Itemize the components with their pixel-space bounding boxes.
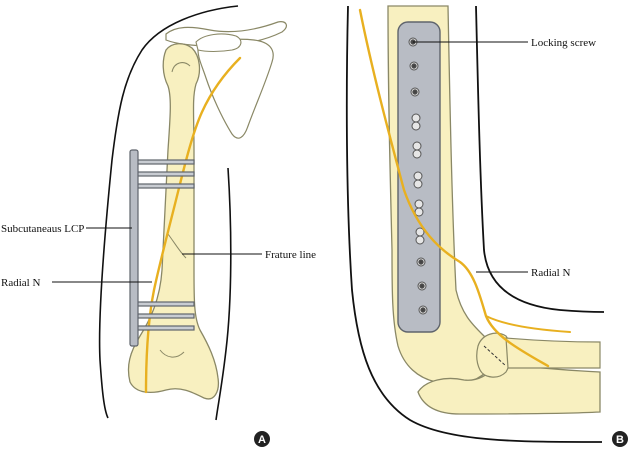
locking-screw-hole	[418, 305, 428, 315]
elbow-skin-outer	[345, 5, 603, 443]
scapula	[197, 38, 274, 139]
ulna	[417, 363, 601, 415]
label-radial-nerve-b: Radial N	[531, 267, 570, 279]
label-subcutaneous-lcp: Subcutaneaus LCP	[1, 223, 84, 235]
radius-head	[476, 332, 512, 378]
panel-a-badge: A	[254, 431, 270, 447]
radial-nerve-b	[358, 8, 550, 368]
label-radial-nerve-a: Radial N	[1, 277, 40, 289]
combi-hole	[412, 141, 422, 159]
combi-hole	[411, 113, 421, 131]
screw	[135, 313, 195, 319]
condyle-contour	[159, 349, 185, 358]
locking-screw-hole	[416, 257, 426, 267]
fracture-line	[167, 233, 187, 259]
arm-skin-outline-inner	[215, 167, 232, 421]
label-locking-screw: Locking screw	[531, 37, 596, 49]
plate-holes	[408, 37, 428, 315]
radial-nerve-b-branch	[485, 315, 571, 333]
svg-text:B: B	[616, 434, 624, 446]
screw	[135, 301, 195, 307]
subcutaneous-lcp-plate	[129, 149, 139, 347]
panel-a: Subcutaneaus LCP Radial N Frature line A	[1, 5, 316, 447]
acromion	[195, 33, 242, 53]
locking-screw-hole	[417, 281, 427, 291]
locking-screw-hole	[409, 61, 419, 71]
humeral-head-contour	[171, 62, 191, 73]
locking-screw-hole	[410, 87, 420, 97]
panel-b: Locking screw Radial N B	[345, 5, 628, 447]
screw	[135, 183, 195, 189]
combi-hole	[414, 199, 424, 217]
radius-shaft	[505, 337, 601, 369]
combi-hole	[413, 171, 423, 189]
svg-text:A: A	[258, 434, 266, 446]
screw	[135, 325, 195, 331]
arm-skin-outline	[98, 5, 239, 419]
label-fracture-line: Frature line	[265, 249, 316, 261]
elbow-skin-inner	[475, 5, 605, 313]
screw	[135, 171, 195, 177]
combi-hole	[415, 227, 425, 245]
humerus	[127, 43, 220, 400]
screw	[135, 159, 195, 165]
panel-b-badge: B	[612, 431, 628, 447]
radial-nerve-a	[144, 56, 242, 394]
